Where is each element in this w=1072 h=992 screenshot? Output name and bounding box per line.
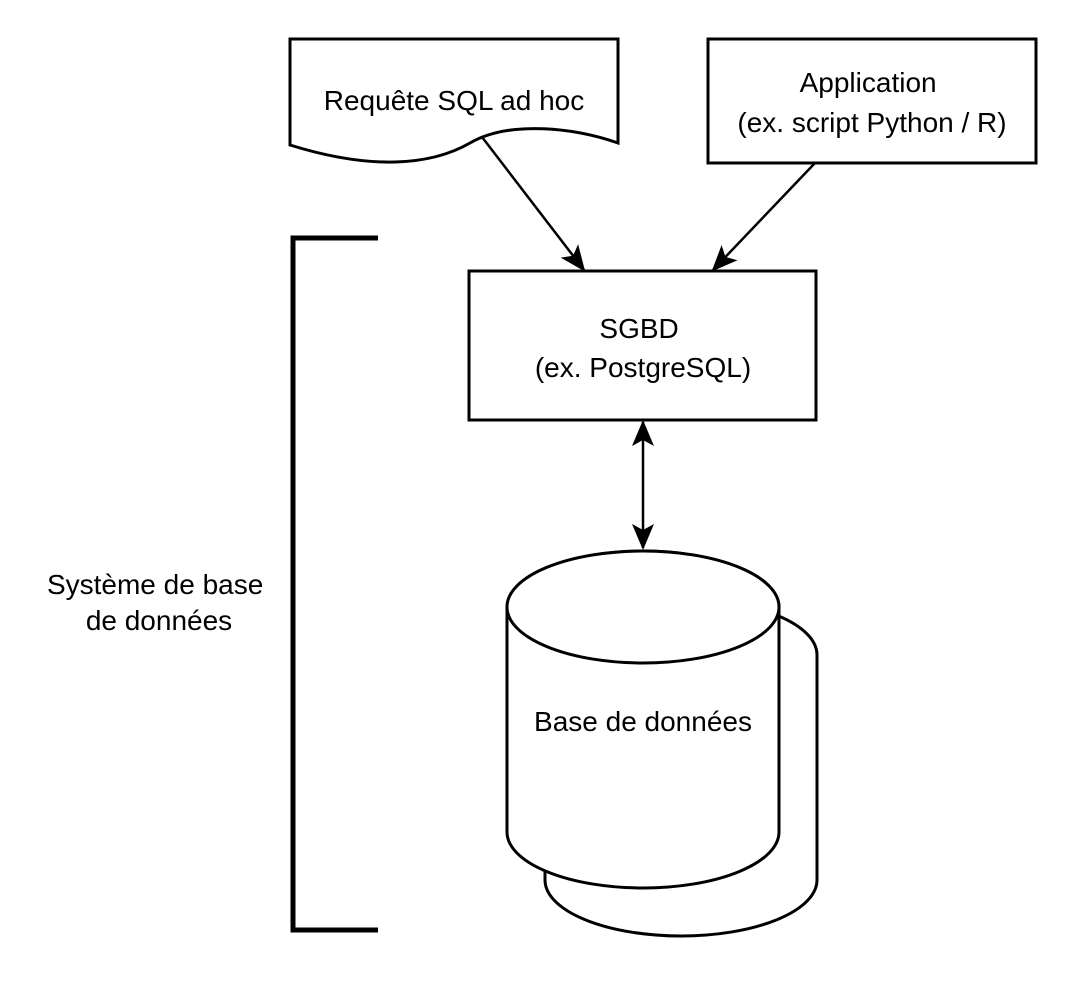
front-cylinder	[505, 549, 781, 890]
edge-adhoc-to-dbms	[481, 136, 586, 272]
system-label: Système de base de données	[47, 569, 271, 636]
database-node[interactable]: Base de données	[505, 549, 819, 938]
dbms-label-line-1: SGBD	[599, 313, 678, 344]
adhoc-query-node[interactable]: Requête SQL ad hoc	[288, 37, 620, 164]
application-label-line-2: (ex. script Python / R)	[737, 107, 1006, 138]
application-box	[706, 37, 1038, 165]
bracket-line	[290, 235, 378, 933]
edge-application-to-dbms	[711, 162, 816, 272]
application-label-line-1: Application	[800, 67, 937, 98]
document-shape	[288, 37, 620, 164]
application-node[interactable]: Application (ex. script Python / R)	[706, 37, 1038, 165]
application-label: Application (ex. script Python / R)	[737, 67, 1006, 138]
dbms-label: SGBD (ex. PostgreSQL)	[535, 313, 751, 383]
dbms-node[interactable]: SGBD (ex. PostgreSQL)	[467, 269, 818, 422]
dbms-box	[467, 269, 818, 422]
system-bracket	[290, 235, 378, 933]
adhoc-query-label: Requête SQL ad hoc	[324, 85, 584, 116]
database-label: Base de données	[534, 706, 752, 737]
system-label-line-2: de données	[86, 605, 232, 636]
system-label-line-1: Système de base	[47, 569, 263, 600]
dbms-label-line-2: (ex. PostgreSQL)	[535, 352, 751, 383]
